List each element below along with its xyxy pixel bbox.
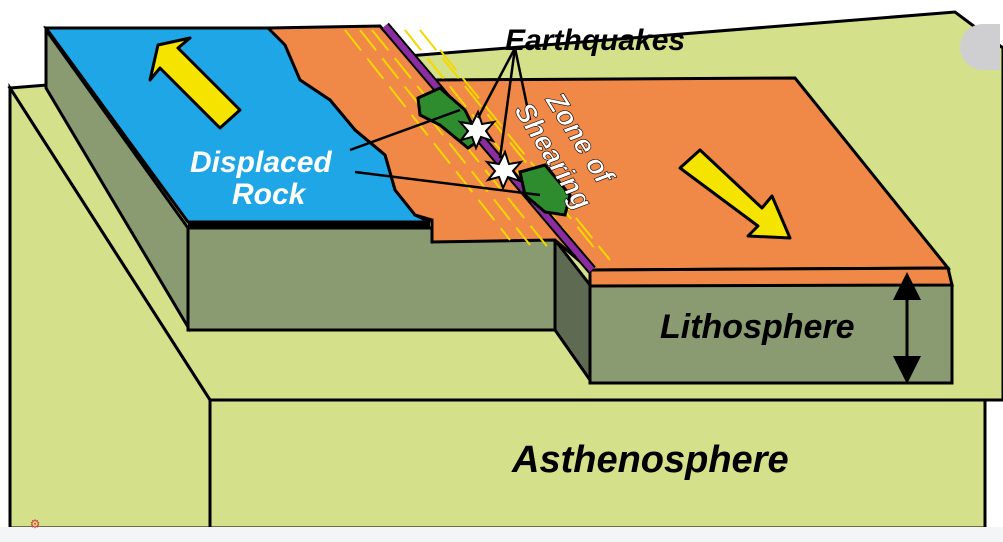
- side-panel-handle[interactable]: [960, 24, 1000, 70]
- earthquake-star-icon: [457, 109, 497, 151]
- leader-lines: [349, 47, 541, 197]
- info-icon[interactable]: ⚙: [29, 517, 41, 531]
- double-headed-arrow-icon: [893, 272, 921, 384]
- displaced-rock-lower: [518, 163, 572, 217]
- up-left-arrow-icon: [148, 36, 242, 130]
- lithosphere-right-front: [588, 283, 954, 385]
- down-right-arrow-icon: [678, 148, 792, 240]
- asthenosphere-label: Asthenosphere: [511, 439, 789, 481]
- lithosphere-label: Lithosphere: [660, 308, 855, 346]
- earthquake-star-icon: [484, 149, 524, 191]
- lithosphere-left-front: [186, 226, 557, 332]
- asthenosphere-front: [208, 398, 987, 530]
- displaced-rock-label-line1: Displaced: [190, 146, 332, 179]
- footer-strip: [0, 527, 1003, 542]
- displaced-rock-label-line2: Rock: [232, 178, 307, 211]
- fault-line-inner: [382, 24, 595, 272]
- earthquakes-label: Earthquakes: [505, 24, 685, 57]
- right-plate-front-edge: [588, 266, 954, 288]
